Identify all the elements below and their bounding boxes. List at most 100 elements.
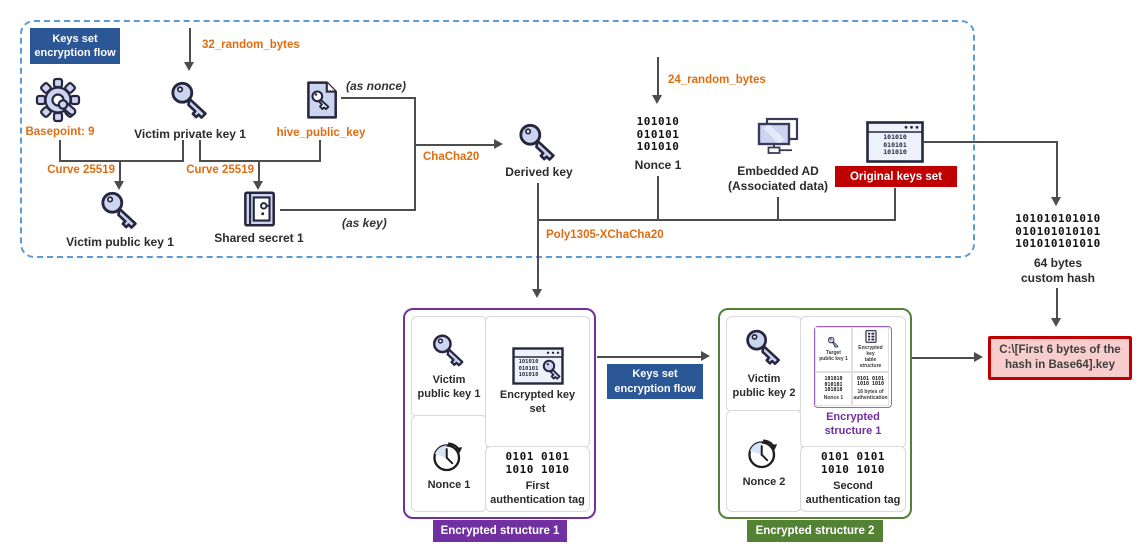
arrow-line [912, 357, 976, 359]
arrowhead [1051, 318, 1061, 327]
private-key-icon [168, 79, 212, 123]
public-key-icon [98, 189, 142, 233]
bracket-line [59, 160, 184, 162]
encrypted-structure-1-box: Victim public key 1 Nonce 1 101010 01010… [403, 308, 596, 519]
random24-label: 24_random_bytes [668, 74, 766, 86]
flow-boundary [20, 20, 975, 258]
derived-key-icon [516, 121, 560, 165]
mini-cell-key-table: Encrypted key table structure [852, 326, 889, 372]
cell-label: Victim public key 1 [417, 373, 481, 400]
encrypted-structure-2-caption: Encrypted structure 2 [747, 520, 883, 542]
bracket-line [199, 140, 201, 160]
arrow-line [597, 356, 703, 358]
hive-public-key-label: hive_public_key [276, 127, 366, 139]
encrypted-structure-1-caption: Encrypted structure 1 [433, 520, 567, 542]
cell-second-auth-tag: 0101 0101 1010 1010 Second authenticatio… [800, 446, 906, 512]
arrow-line [537, 219, 539, 291]
bracket-line [59, 140, 61, 160]
original-keys-set-tag: Original keys set [835, 166, 957, 187]
cell-label: Victim public key 2 [732, 373, 796, 399]
safe-icon [238, 188, 280, 230]
cell-encrypted-key-set: 101010 010101 101010 Encrypted key set [485, 316, 590, 448]
poly1305-label: Poly1305-XChaCha20 [546, 229, 664, 241]
auth-tag-binary: 0101 0101 1010 1010 [505, 450, 570, 477]
shared-secret-label: Shared secret 1 [214, 231, 304, 245]
mid-flow-box: Keys set encryption flow [607, 364, 703, 399]
arrowhead [974, 352, 983, 362]
arrow-line [657, 57, 659, 97]
derived-key-label: Derived key [505, 165, 573, 179]
arrowhead [494, 139, 503, 149]
stub-line [894, 188, 896, 221]
as-nonce-line [341, 97, 416, 99]
arrow-line [414, 144, 496, 146]
cell-nonce-2: Nonce 2 [726, 410, 802, 512]
random32-label: 32_random_bytes [202, 39, 300, 51]
keys-window-binary: 101010 010101 101010 [883, 133, 907, 156]
clock-icon [744, 432, 784, 472]
cell-inner-structure-1: Target public key 1 Encrypted key table … [800, 316, 906, 448]
cell-label: Nonce 1 [427, 478, 471, 491]
nonce1-label: Nonce 1 [634, 158, 682, 172]
mini-cell-auth: 0101 0101 1010 1010 16 bytes of authenti… [852, 371, 889, 406]
arrowhead [652, 95, 662, 104]
as-nonce-label: (as nonce) [346, 79, 407, 93]
bracket-line [199, 160, 321, 162]
collector-line [537, 219, 896, 221]
arrow-line [1056, 288, 1058, 320]
arrowhead [114, 181, 124, 190]
inner-structure-caption: Encrypted structure 1 [824, 410, 882, 437]
mini-encrypted-structure-1: Target public key 1 Encrypted key table … [814, 325, 892, 408]
chacha20-label: ChaCha20 [423, 151, 480, 163]
cell-label: Second authentication tag [805, 480, 901, 506]
bracket-line [182, 140, 184, 160]
encrypted-structure-2-box: Victim public key 2 Nonce 2 Target publi… [718, 308, 912, 519]
nonce1-binary: 101010 010101 101010 [636, 115, 680, 153]
victim-private-key-label: Victim private key 1 [134, 127, 246, 141]
arrow-line [119, 160, 121, 183]
arrow-line [1056, 141, 1058, 199]
cell-label: Encrypted key set [499, 389, 576, 415]
stub-line [777, 197, 779, 221]
encrypted-keys-window-icon: 101010 010101 101010 [512, 347, 564, 385]
table-icon [864, 329, 878, 344]
cell-first-auth-tag: 0101 0101 1010 1010 First authentication… [485, 446, 590, 512]
key-icon [827, 336, 840, 349]
cell-label: First authentication tag [490, 480, 585, 506]
hash-label: 64 bytes custom hash [1020, 256, 1095, 285]
basepoint-label: Basepoint: 9 [25, 126, 95, 138]
hash-binary: 101010101010 010101010101 101010101010 [1015, 212, 1101, 250]
flow-title-box: Keys set encryption flow [30, 28, 120, 64]
stub-line [537, 183, 539, 221]
arrowhead [532, 289, 542, 298]
arrow-line [258, 160, 260, 183]
bracket-line [319, 140, 321, 160]
arrowhead [184, 62, 194, 71]
cell-label: Nonce 2 [742, 476, 786, 489]
embedded-ad-label: Embedded AD (Associated data) [727, 164, 829, 193]
monitors-icon [752, 116, 804, 160]
curve-left-label: Curve 25519 [47, 164, 115, 176]
victim-public-key-label: Victim public key 1 [66, 235, 174, 249]
hive-key-file-icon [300, 79, 342, 121]
arrowhead [1051, 197, 1061, 206]
merge-line [414, 97, 416, 211]
output-key-file: C:\[First 6 bytes of the hash in Base64]… [988, 336, 1132, 380]
curve-right-label: Curve 25519 [186, 164, 254, 176]
as-key-label: (as key) [342, 216, 387, 230]
auth-tag-binary: 0101 0101 1010 1010 [820, 450, 886, 477]
arrowhead [701, 351, 710, 361]
cell-victim-public-key-1: Victim public key 1 [411, 316, 487, 417]
line [924, 141, 1058, 143]
as-key-line [280, 209, 416, 211]
arrowhead [253, 181, 263, 190]
arrow-line [189, 28, 191, 64]
cell-nonce-1: Nonce 1 [411, 415, 487, 512]
clock-icon [429, 435, 469, 475]
gear-icon [34, 76, 82, 124]
window-binary: 101010 010101 101010 [518, 359, 539, 379]
stub-line [657, 176, 659, 221]
mini-cell-target-key: Target public key 1 [815, 326, 852, 372]
public-key-icon [743, 327, 785, 369]
